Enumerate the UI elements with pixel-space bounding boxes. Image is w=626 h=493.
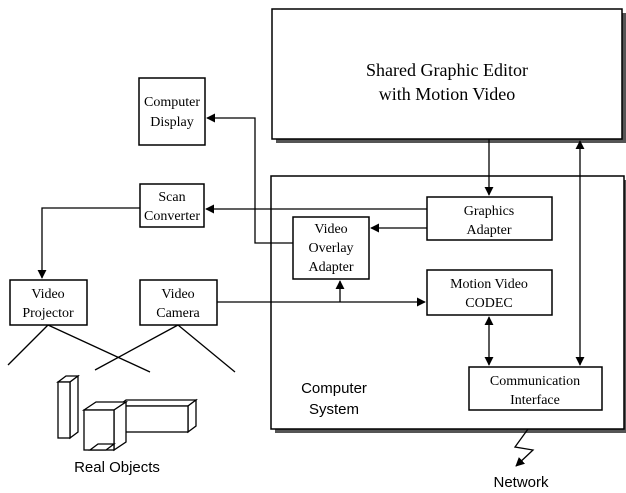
network-lightning-icon — [513, 428, 535, 467]
scan-converter-box: Scan Converter — [139, 183, 205, 228]
codec-label-line-1: Motion Video — [450, 277, 528, 292]
communication-interface-box: Communication Interface — [468, 366, 603, 411]
video-projector-box: Video Projector — [9, 279, 88, 326]
display-label-line-2: Display — [150, 115, 194, 130]
real-objects-label: Real Objects — [74, 459, 160, 476]
scan-label-line-1: Scan — [158, 190, 185, 205]
graphics-adapter-box: Graphics Adapter — [426, 196, 553, 241]
projector-label-line-1: Video — [31, 287, 64, 302]
overlay-label-line-1: Video — [314, 222, 347, 237]
shared-editor-box: Shared Graphic Editor with Motion Video — [271, 8, 626, 143]
real-objects-illustration — [56, 374, 198, 452]
computer-system-label-line-1: Computer — [301, 380, 367, 397]
video-overlay-adapter-box: Video Overlay Adapter — [292, 216, 370, 280]
motion-video-codec-box: Motion Video CODEC — [426, 269, 553, 316]
overlay-label-line-3: Adapter — [308, 260, 353, 275]
projector-label-line-2: Projector — [22, 306, 74, 321]
computer-system-label-line-2: System — [309, 401, 359, 418]
codec-label-line-2: CODEC — [465, 296, 512, 311]
computer-display-box: Computer Display — [138, 77, 206, 146]
scan-label-line-2: Converter — [144, 209, 200, 224]
display-label-line-1: Computer — [144, 95, 200, 110]
projection-lines — [7, 324, 236, 373]
overlay-label-line-2: Overlay — [308, 241, 353, 256]
editor-label-line-1: Shared Graphic Editor — [366, 60, 528, 80]
comm-label-line-1: Communication — [490, 374, 580, 389]
scan-to-projector-arrow — [37, 207, 140, 279]
graphics-label-line-2: Adapter — [466, 223, 511, 238]
video-camera-box: Video Camera — [139, 279, 218, 326]
camera-label-line-1: Video — [161, 287, 194, 302]
graphics-label-line-1: Graphics — [464, 204, 515, 219]
overlay-to-display-arrow — [206, 113, 293, 244]
network-label: Network — [493, 474, 549, 491]
camera-label-line-2: Camera — [156, 306, 200, 321]
comm-label-line-2: Interface — [510, 393, 560, 408]
connector-lines — [37, 113, 585, 366]
editor-label-line-2: with Motion Video — [379, 84, 516, 104]
